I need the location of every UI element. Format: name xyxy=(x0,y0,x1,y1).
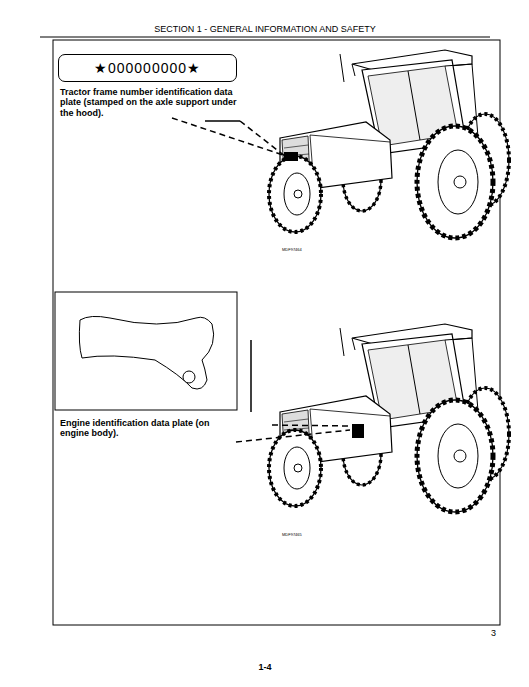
serial-number: ★000000000★ xyxy=(94,60,201,76)
figure-code: MDF97464 xyxy=(282,248,322,253)
tractor-illustration xyxy=(269,50,509,238)
page-header: SECTION 1 - GENERAL INFORMATION AND SAFE… xyxy=(40,24,490,34)
tractor-illustration xyxy=(269,324,509,512)
data-plate: ★000000000★ xyxy=(58,54,237,82)
callout-text: Engine identification data plate (on eng… xyxy=(60,418,238,439)
page-number: 1-4 xyxy=(240,662,290,672)
callout-text: Tractor frame number identification data… xyxy=(60,87,242,118)
figure-code: MDF97465 xyxy=(282,533,322,538)
figure-number: 3 xyxy=(480,628,496,638)
